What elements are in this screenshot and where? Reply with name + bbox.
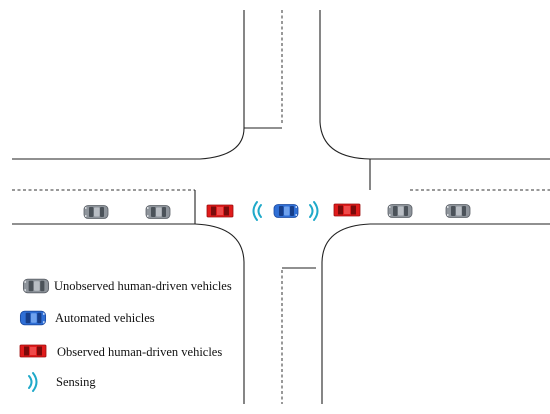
sensing-icon — [28, 372, 38, 392]
unobserved-vehicle-2 — [145, 205, 171, 219]
gray-car-icon — [22, 278, 50, 294]
legend-label-automated: Automated vehicles — [55, 311, 155, 325]
legend-item-automated: Automated vehicles — [19, 310, 155, 326]
automated-vehicle — [273, 204, 299, 218]
unobserved-vehicle-1 — [83, 205, 109, 219]
legend-item-unobserved: Unobserved human-driven vehicles — [22, 278, 232, 294]
unobserved-vehicle-3 — [387, 204, 413, 218]
sensing-icon-right — [309, 201, 319, 221]
legend-label-unobserved: Unobserved human-driven vehicles — [54, 279, 232, 293]
road-network — [12, 10, 550, 404]
red-car-icon — [19, 344, 47, 358]
unobserved-vehicle-4 — [445, 204, 471, 218]
legend-item-sensing: Sensing — [28, 372, 96, 392]
legend: Unobserved human-driven vehicles Automat… — [19, 278, 232, 392]
blue-car-icon — [19, 310, 47, 326]
observed-vehicle-1 — [206, 204, 234, 218]
legend-label-sensing: Sensing — [56, 375, 96, 389]
observed-vehicle-2 — [333, 203, 361, 217]
sensing-icon-left — [252, 201, 262, 221]
legend-label-observed: Observed human-driven vehicles — [57, 345, 222, 359]
legend-item-observed: Observed human-driven vehicles — [19, 344, 222, 359]
vehicles — [83, 201, 471, 221]
